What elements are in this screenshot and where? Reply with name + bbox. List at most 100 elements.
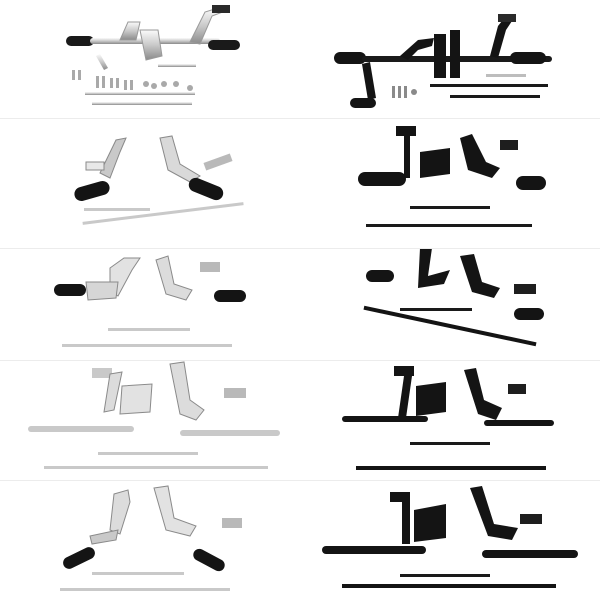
right-peg-bar: [180, 430, 280, 436]
rod-long: [342, 584, 556, 588]
black-pair-3-illustration: [342, 366, 554, 470]
left-foot-peg: [74, 180, 110, 202]
rod-short: [410, 442, 490, 445]
brake-arm: [490, 16, 514, 58]
rod-short: [400, 308, 472, 311]
chrome-pair-2-illustration: [54, 255, 246, 347]
rod-1: [85, 92, 195, 95]
brake-lever: [470, 486, 518, 540]
chrome-controls-pair-4: [0, 480, 300, 600]
row-divider: [0, 480, 600, 481]
brake-pedal: [508, 384, 526, 394]
left-peg-bar: [28, 426, 134, 432]
lower-peg: [350, 98, 376, 108]
rod-1: [430, 84, 548, 87]
black-pair-2-illustration: [363, 248, 544, 347]
black-pair-4-illustration: [322, 486, 578, 588]
rod-long: [356, 466, 546, 470]
brake-lever: [460, 254, 500, 298]
left-peg-rubber: [334, 52, 366, 64]
shifter-lever: [109, 489, 131, 535]
shifter-pad: [92, 368, 112, 378]
chrome-pair-1-illustration: [74, 135, 244, 225]
left-arm: [89, 529, 119, 545]
shifter-lever: [99, 137, 127, 179]
brake-pedal-pad: [498, 14, 516, 22]
rod-short: [98, 452, 198, 455]
brake-lever: [464, 368, 502, 420]
mount-plate: [414, 504, 446, 542]
right-peg-bar: [482, 550, 578, 558]
mount-plate: [420, 148, 450, 178]
bracket-right: [450, 30, 460, 78]
mount-block: [85, 281, 119, 301]
rod-short: [108, 328, 190, 331]
right-foot-peg: [193, 548, 225, 572]
rod-2: [92, 102, 192, 105]
right-foot-peg: [214, 290, 246, 302]
chrome-controls-pair-2: [0, 248, 300, 360]
brake-pedal: [224, 388, 246, 398]
black-controls-pair-2: [300, 248, 600, 360]
shifter-lever: [402, 502, 410, 544]
rod-short: [84, 208, 150, 211]
left-foot-peg: [63, 547, 95, 569]
rod-long: [44, 466, 268, 469]
left-foot-peg: [54, 284, 86, 296]
mount-plate: [416, 382, 446, 416]
bracket-left: [434, 34, 446, 78]
shifter-lever: [103, 371, 123, 413]
lower-arm: [362, 62, 376, 100]
shifter-lever: [398, 376, 412, 418]
right-foot-peg: [516, 176, 546, 190]
rod-long: [62, 344, 232, 347]
chrome-controls-pair-3: [0, 360, 300, 480]
brake-lever: [153, 485, 197, 537]
right-peg-rubber: [510, 52, 546, 64]
rod-long: [366, 224, 532, 227]
chrome-kit-illustration: [66, 5, 240, 105]
brake-pedal-pad: [212, 5, 230, 13]
black-kit-full-set: [300, 0, 600, 118]
row-divider: [0, 360, 600, 361]
left-peg-bar: [342, 416, 428, 422]
shifter-peg-arm: [85, 161, 105, 171]
rod-long: [363, 305, 537, 347]
brake-lever: [169, 361, 205, 421]
rod-long: [60, 588, 230, 591]
right-foot-peg: [188, 177, 224, 201]
chrome-pair-3-illustration: [28, 361, 280, 469]
hardware-bolts: [72, 70, 193, 91]
rod-short: [92, 572, 184, 575]
brake-pedal: [520, 514, 542, 524]
brake-lever: [159, 135, 201, 183]
chrome-controls-pair-1: [0, 118, 300, 248]
rod-3: [158, 64, 196, 67]
hardware-bolts: [392, 74, 526, 98]
shifter-lever: [418, 248, 450, 288]
right-peg-rubber: [208, 40, 240, 50]
shifter-arm: [119, 21, 141, 41]
brake-pedal: [203, 153, 233, 171]
shifter-pad: [394, 366, 414, 376]
shifter-lever: [404, 136, 410, 178]
row-divider: [0, 118, 600, 119]
black-pair-1-illustration: [358, 126, 546, 227]
black-controls-pair-1: [300, 118, 600, 248]
brake-pedal: [500, 140, 518, 150]
chrome-pair-4-illustration: [60, 485, 242, 591]
shifter-arm: [400, 38, 434, 60]
row-divider: [0, 248, 600, 249]
black-kit-illustration: [334, 14, 552, 108]
left-peg-rubber: [66, 36, 94, 46]
left-foot-peg: [366, 270, 394, 282]
rod-short: [410, 206, 490, 209]
mount-plate: [119, 383, 153, 415]
brake-lever: [460, 134, 500, 178]
rod-long: [82, 202, 244, 225]
black-controls-pair-4: [300, 480, 600, 600]
shifter-pad: [390, 492, 410, 502]
brake-pedal: [222, 518, 242, 528]
bracket: [139, 29, 163, 61]
